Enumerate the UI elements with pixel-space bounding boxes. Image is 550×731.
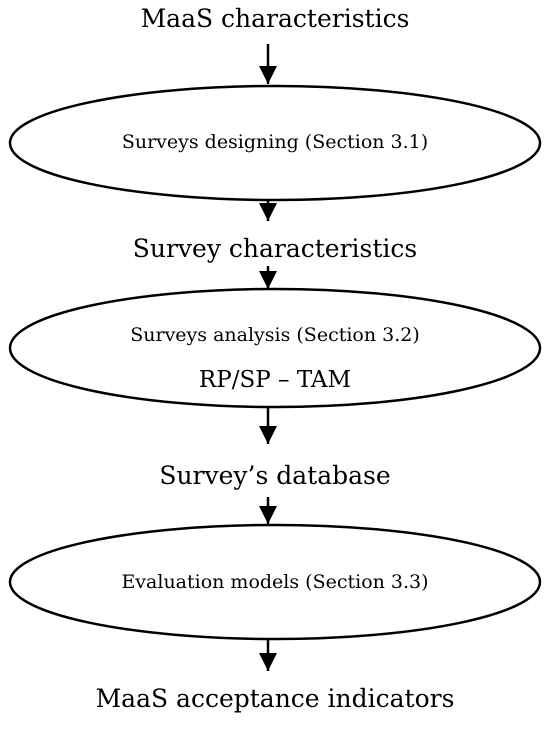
survey-characteristics-label: Survey characteristics (132, 234, 418, 263)
evaluation-models-ellipse (8, 523, 542, 641)
evaluation-models-label: Evaluation models (Section 3.3) (121, 571, 429, 593)
maas-acceptance-indicators-label: MaaS acceptance indicators (95, 684, 455, 713)
maas-characteristics-label: MaaS characteristics (140, 4, 410, 33)
surveys-analysis-label: Surveys analysis (Section 3.2) (130, 324, 420, 346)
surveys-analysis-sublabel: RP/SP – TAM (198, 367, 352, 393)
surveys-database-label: Survey’s database (159, 461, 391, 490)
surveys-designing-label: Surveys designing (Section 3.1) (121, 131, 429, 153)
surveys-analysis-ellipse (8, 287, 542, 409)
surveys-designing-ellipse (8, 84, 542, 202)
